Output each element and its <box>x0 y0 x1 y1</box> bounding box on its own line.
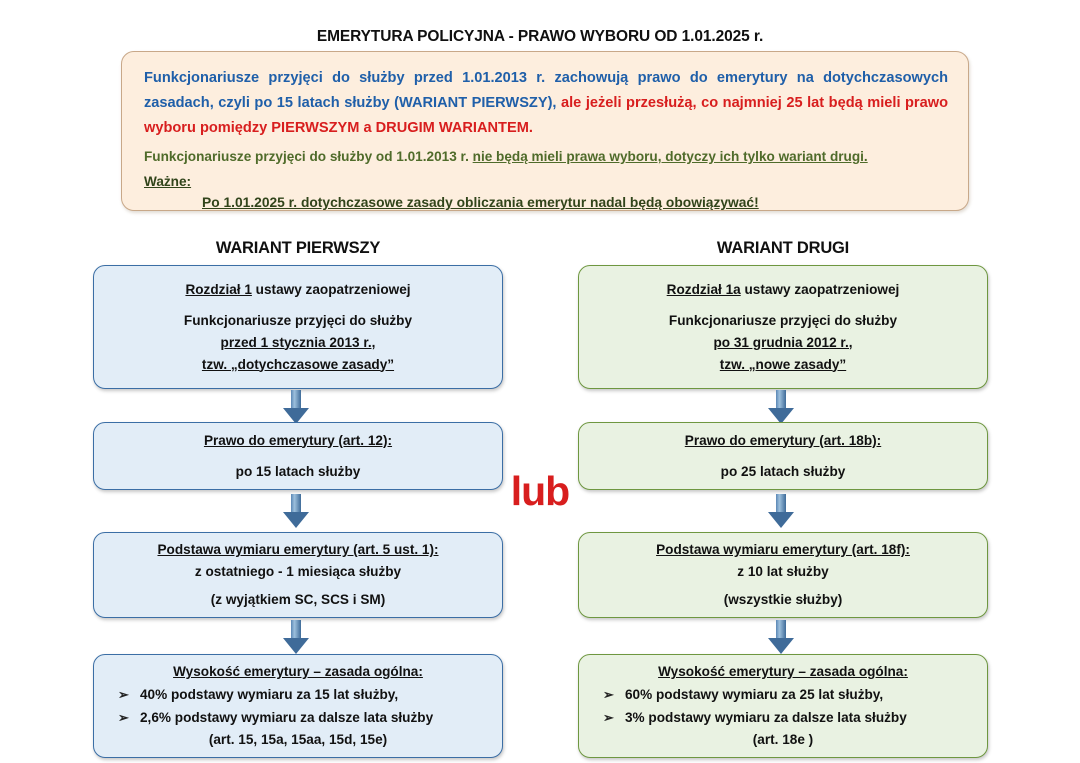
box-line: po 25 latach służby <box>720 463 846 479</box>
right-box-4-pension-amount: Wysokość emerytury – zasada ogólna: ➢ 60%… <box>578 654 988 758</box>
down-arrow-icon <box>768 620 794 654</box>
box-line: przed 1 stycznia 2013 r., <box>220 334 376 350</box>
info-banner: Funkcjonariusze przyjęci do służby przed… <box>121 51 969 211</box>
arrow-shaft <box>776 494 786 514</box>
down-arrow-icon <box>768 494 794 528</box>
spacer <box>106 301 490 310</box>
arrow-bullet-icon: ➢ <box>603 687 614 702</box>
list-item-label: 60% podstawy wymiaru za 25 lat służby, <box>625 687 884 702</box>
list-item-label: 2,6% podstawy wymiaru za dalsze lata słu… <box>140 710 434 725</box>
box-line: Podstawa wymiaru emerytury (art. 5 ust. … <box>157 542 439 557</box>
banner-final-statement: Po 1.01.2025 r. dotychczasowe zasady obl… <box>202 195 759 210</box>
arrow-shaft <box>291 494 301 514</box>
list-item: ➢ 3% podstawy wymiaru za dalsze lata służ… <box>591 706 975 729</box>
page-title: EMERYTURA POLICYJNA - PRAWO WYBORU OD 1.… <box>316 28 764 45</box>
arrow-shaft <box>776 390 786 410</box>
box-line: Prawo do emerytury (art. 12): <box>203 432 393 448</box>
arrow-head <box>768 638 794 654</box>
box-line: Rozdział 1a ustawy zaopatrzeniowej <box>666 281 900 297</box>
right-box-1-chapter: Rozdział 1a ustawy zaopatrzeniowej Funkc… <box>578 265 988 389</box>
spacer <box>591 301 975 310</box>
right-box-2-right-to-pension: Prawo do emerytury (art. 18b): po 25 lat… <box>578 422 988 490</box>
arrow-head <box>768 408 794 424</box>
box-line: po 15 latach służby <box>235 463 361 479</box>
box-line: Wysokość emerytury – zasada ogólna: <box>173 664 423 679</box>
banner-paragraph-1: Funkcjonariusze przyjęci do służby przed… <box>144 66 948 141</box>
arrow-shaft <box>291 620 301 640</box>
left-box-2-right-to-pension: Prawo do emerytury (art. 12): po 15 lata… <box>93 422 503 490</box>
box-line: Prawo do emerytury (art. 18b): <box>684 432 882 448</box>
column-heading-variant-one: WARIANT PIERWSZY <box>215 239 381 257</box>
box-line: (wszystkie służby) <box>723 592 843 607</box>
arrow-shaft <box>291 390 301 410</box>
box-line: tzw. „nowe zasady” <box>719 356 847 372</box>
arrow-head <box>768 512 794 528</box>
arrow-shaft <box>776 620 786 640</box>
box-line: Funkcjonariusze przyjęci do służby <box>183 312 413 328</box>
box-footer-line: (art. 15, 15a, 15aa, 15d, 15e) <box>208 732 388 747</box>
banner-important-label: Ważne: <box>144 174 192 189</box>
box-line: z 10 lat służby <box>737 564 829 579</box>
arrow-head <box>283 638 309 654</box>
box-footer-line: (art. 18e ) <box>752 732 814 747</box>
list-item: ➢ 60% podstawy wymiaru za 25 lat służby, <box>591 683 975 706</box>
down-arrow-icon <box>768 390 794 424</box>
center-or-label: lub <box>510 468 570 514</box>
arrow-bullet-icon: ➢ <box>118 687 129 702</box>
list-item: ➢ 2,6% podstawy wymiaru za dalsze lata sł… <box>106 706 490 729</box>
spacer <box>591 452 975 461</box>
box-line: Rozdział 1 ustawy zaopatrzeniowej <box>185 281 411 297</box>
box-line: (z wyjątkiem SC, SCS i SM) <box>210 592 386 607</box>
arrow-head <box>283 512 309 528</box>
bullet-list: ➢60% podstawy wymiaru za 25 lat służby, … <box>591 683 975 729</box>
box-line: z ostatniego - 1 miesiąca służby <box>194 564 402 579</box>
list-item: ➢ 40% podstawy wymiaru za 15 lat służby, <box>106 683 490 706</box>
box-line: Funkcjonariusze przyjęci do służby <box>668 312 898 328</box>
banner-text-red: ale jeżeli przesłużą, co najmniej 25 lat… <box>144 95 948 136</box>
left-box-1-chapter: Rozdział 1 ustawy zaopatrzeniowej Funkcj… <box>93 265 503 389</box>
down-arrow-icon <box>283 390 309 424</box>
down-arrow-icon <box>283 620 309 654</box>
column-heading-variant-two: WARIANT DRUGI <box>716 239 850 257</box>
box-line: po 31 grudnia 2012 r., <box>713 334 853 350</box>
list-item-label: 3% podstawy wymiaru za dalsze lata służb… <box>625 710 907 725</box>
box-line: tzw. „dotychczasowe zasady” <box>201 356 395 372</box>
arrow-bullet-icon: ➢ <box>118 710 129 725</box>
spacer <box>106 452 490 461</box>
list-item-label: 40% podstawy wymiaru za 15 lat służby, <box>140 687 399 702</box>
down-arrow-icon <box>283 494 309 528</box>
right-box-3-calculation-basis: Podstawa wymiaru emerytury (art. 18f): z… <box>578 532 988 618</box>
left-box-4-pension-amount: Wysokość emerytury – zasada ogólna: ➢ 40%… <box>93 654 503 758</box>
banner-text-underlined: nie będą mieli prawa wyboru, dotyczy ich… <box>472 149 868 164</box>
arrow-head <box>283 408 309 424</box>
banner-text-blue: Funkcjonariusze przyjęci do służby przed… <box>144 70 948 111</box>
box-line: Podstawa wymiaru emerytury (art. 18f): <box>656 542 910 557</box>
arrow-bullet-icon: ➢ <box>603 710 614 725</box>
banner-text-plain: Funkcjonariusze przyjęci do służby od 1.… <box>144 149 473 164</box>
bullet-list: ➢40% podstawy wymiaru za 15 lat służby, … <box>106 683 490 729</box>
box-line: Wysokość emerytury – zasada ogólna: <box>658 664 908 679</box>
banner-paragraph-2: Funkcjonariusze przyjęci do służby od 1.… <box>144 146 948 168</box>
left-box-3-calculation-basis: Podstawa wymiaru emerytury (art. 5 ust. … <box>93 532 503 618</box>
